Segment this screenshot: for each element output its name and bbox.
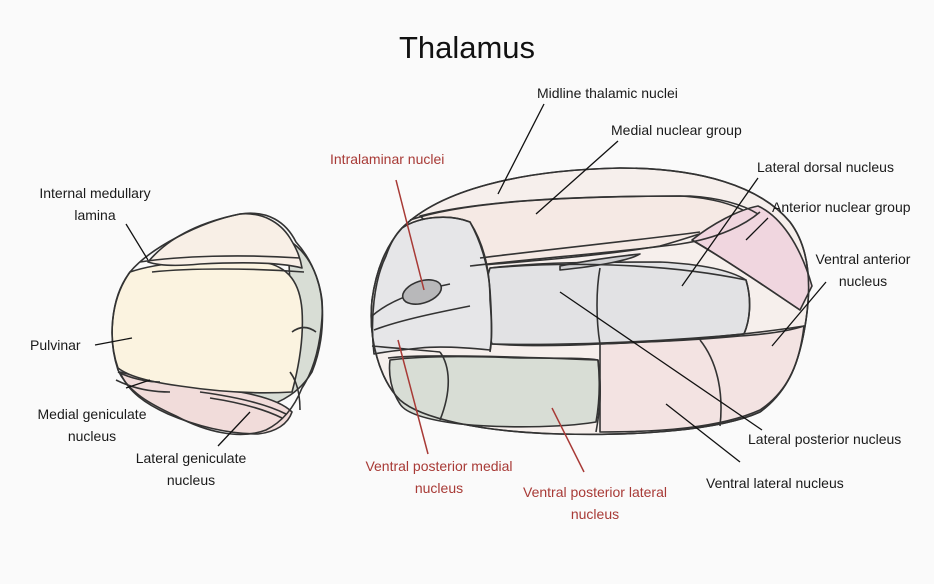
label-lateral-posterior-nucleus: Lateral posterior nucleus bbox=[748, 428, 901, 450]
lateral-posterior-region bbox=[485, 262, 750, 346]
label-vpl-line1: Ventral posterior lateral bbox=[500, 481, 690, 503]
label-ventral-anterior-nucleus: Ventral anterior nucleus bbox=[808, 248, 918, 292]
posterior-view bbox=[112, 213, 322, 434]
label-intralaminar-nuclei: Intralaminar nuclei bbox=[330, 148, 444, 170]
label-pulvinar: Pulvinar bbox=[30, 334, 81, 356]
label-midline-thalamic-nuclei: Midline thalamic nuclei bbox=[537, 82, 678, 104]
label-vpm-line1: Ventral posterior medial bbox=[344, 455, 534, 477]
label-internal-medullary-line2: lamina bbox=[30, 204, 160, 226]
label-vpl-line2: nucleus bbox=[500, 503, 690, 525]
label-lateral-dorsal-nucleus: Lateral dorsal nucleus bbox=[757, 156, 894, 178]
label-medial-geniculate-nucleus: Medial geniculate nucleus bbox=[28, 403, 156, 447]
label-anterior-nuclear-group: Anterior nuclear group bbox=[772, 196, 911, 218]
label-ventral-lateral-nucleus: Ventral lateral nucleus bbox=[706, 472, 844, 494]
label-medial-geniculate-line1: Medial geniculate bbox=[28, 403, 156, 425]
lateral-view bbox=[371, 168, 812, 434]
label-ventral-anterior-line1: Ventral anterior bbox=[808, 248, 918, 270]
label-internal-medullary-line1: Internal medullary bbox=[30, 182, 160, 204]
label-lateral-geniculate-line2: nucleus bbox=[124, 469, 258, 491]
label-ventral-posterior-lateral-nucleus: Ventral posterior lateral nucleus bbox=[500, 481, 690, 525]
label-medial-nuclear-group: Medial nuclear group bbox=[611, 119, 742, 141]
diagram-title: Thalamus bbox=[0, 30, 934, 66]
pulvinar-region bbox=[112, 260, 302, 392]
label-ventral-anterior-line2: nucleus bbox=[808, 270, 918, 292]
label-lateral-geniculate-line1: Lateral geniculate bbox=[124, 447, 258, 469]
label-medial-geniculate-line2: nucleus bbox=[28, 425, 156, 447]
ventral-posterior-medial-region bbox=[389, 357, 599, 427]
label-internal-medullary-lamina: Internal medullary lamina bbox=[30, 182, 160, 226]
label-lateral-geniculate-nucleus: Lateral geniculate nucleus bbox=[124, 447, 258, 491]
